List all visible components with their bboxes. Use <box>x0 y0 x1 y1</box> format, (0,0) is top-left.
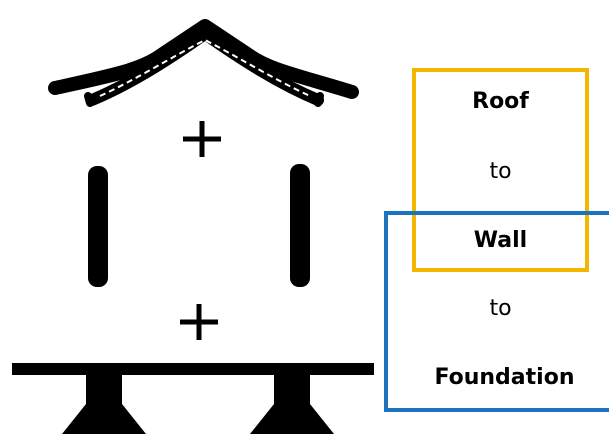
roof-to-wall-box <box>412 68 589 272</box>
wall-to-foundation-box <box>384 211 609 412</box>
roof-icon <box>48 19 359 107</box>
wall-posts-icon <box>88 164 310 287</box>
wall-label: Wall <box>473 228 528 253</box>
roof-label: Roof <box>472 89 529 114</box>
plus-icon <box>183 121 221 157</box>
plus-icon <box>180 304 218 340</box>
foundation-icon <box>12 363 374 434</box>
foundation-label: Foundation <box>434 365 575 390</box>
to-label: to <box>489 159 512 184</box>
to-label: to <box>489 296 512 321</box>
